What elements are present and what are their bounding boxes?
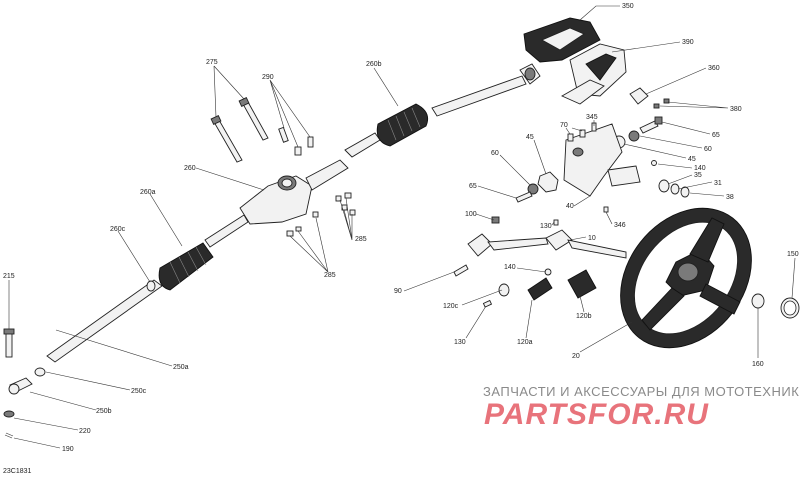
part-360 — [629, 87, 649, 105]
boot-260b — [376, 103, 429, 147]
cover-350 — [523, 17, 601, 63]
cap-150 — [780, 297, 800, 319]
callout-120c: 120c — [443, 303, 459, 310]
screw-130-upper — [553, 219, 559, 226]
callout-45-upper: 45 — [688, 156, 696, 163]
screw-130-lower — [482, 299, 493, 308]
ring-31 — [670, 183, 680, 195]
callout-360: 360 — [708, 65, 720, 72]
inner-rod — [204, 214, 249, 248]
callout-275: 275 — [206, 59, 218, 66]
bolts-70 — [567, 129, 586, 142]
bolt-90 — [453, 264, 469, 277]
steering-wheel-20 — [620, 207, 752, 349]
ring-38 — [680, 186, 690, 198]
callout-120b: 120b — [576, 313, 592, 320]
callout-215: 215 — [3, 273, 15, 280]
right-tie-rod — [431, 75, 527, 117]
leader-lines — [8, 5, 796, 449]
screws-380 — [653, 98, 670, 109]
part-100 — [491, 216, 500, 224]
watermark-top-text: ЗАПЧАСТИ И АКСЕССУАРЫ ДЛЯ МОТОТЕХНИКИ — [483, 384, 800, 399]
right-rack-rod — [344, 132, 381, 158]
callout-120a: 120a — [517, 339, 533, 346]
steering-shaft-10 — [467, 229, 627, 259]
callout-285-right: 285 — [355, 236, 367, 243]
callout-130-lower: 130 — [454, 339, 466, 346]
nut-45-lower — [537, 171, 559, 193]
jam-nut-250c — [34, 367, 46, 377]
callout-40: 40 — [566, 203, 574, 210]
callout-150: 150 — [787, 251, 799, 258]
bushing-35 — [658, 179, 670, 193]
callout-90: 90 — [394, 288, 402, 295]
parts-drawing — [3, 17, 800, 439]
bolt-65-lower — [515, 191, 533, 203]
callout-260: 260 — [184, 165, 196, 172]
callout-35: 35 — [694, 172, 702, 179]
support-40 — [563, 123, 641, 197]
diagram-code: 23C1831 — [3, 468, 32, 475]
tie-rod-250a — [46, 279, 163, 363]
callout-labels: 350 390 360 380 65 60 45 140 35 31 38 34… — [3, 3, 799, 453]
callout-70: 70 — [560, 122, 568, 129]
boot-120b — [567, 269, 597, 299]
callout-160: 160 — [752, 361, 764, 368]
tie-rod-end-250b — [8, 377, 33, 395]
bolts-290 — [278, 126, 314, 156]
callout-380: 380 — [730, 106, 742, 113]
callout-31: 31 — [714, 180, 722, 187]
watermark: ЗАПЧАСТИ И АКСЕССУАРЫ ДЛЯ МОТОТЕХНИКИ PA… — [483, 384, 800, 431]
callout-65-upper: 65 — [712, 132, 720, 139]
nut-140-upper — [651, 160, 657, 166]
callout-38: 38 — [726, 194, 734, 201]
callout-190: 190 — [62, 446, 74, 453]
callout-60-upper: 60 — [704, 146, 712, 153]
clamp-120c — [498, 283, 510, 297]
boot-260a — [158, 242, 214, 291]
callout-10: 10 — [588, 235, 596, 242]
callout-130-upper: 130 — [540, 223, 552, 230]
clamp-260c — [146, 280, 156, 292]
callout-140-lower: 140 — [504, 264, 516, 271]
callout-390: 390 — [682, 39, 694, 46]
nut-160 — [751, 293, 765, 309]
cotter-pin-190 — [4, 432, 14, 439]
nut-60-upper — [628, 130, 640, 142]
callout-345: 345 — [586, 114, 598, 121]
bolt-215 — [3, 328, 15, 358]
callout-250b: 250b — [96, 408, 112, 415]
callout-220: 220 — [79, 428, 91, 435]
right-tie-rod-end — [519, 63, 541, 85]
callout-260c: 260c — [110, 226, 126, 233]
bolts-275 — [210, 96, 269, 163]
boot-120a — [527, 277, 553, 301]
callout-346: 346 — [614, 222, 626, 229]
nut-60-lower — [527, 183, 539, 195]
callout-250a: 250a — [173, 364, 189, 371]
watermark-brand-text: PARTSFOR.RU — [484, 398, 709, 431]
callout-65-lower: 65 — [469, 183, 477, 190]
callout-290: 290 — [262, 74, 274, 81]
callout-45-lower: 45 — [526, 134, 534, 141]
callout-100: 100 — [465, 211, 477, 218]
bolt-65-upper — [639, 116, 663, 134]
bracket-390 — [561, 43, 627, 105]
callout-350: 350 — [622, 3, 634, 10]
callout-260b: 260b — [366, 61, 382, 68]
callout-260a: 260a — [140, 189, 156, 196]
callout-60-lower: 60 — [491, 150, 499, 157]
callout-250c: 250c — [131, 388, 147, 395]
callout-20: 20 — [572, 353, 580, 360]
nut-220 — [3, 410, 15, 418]
callout-140-upper: 140 — [694, 165, 706, 172]
callout-285-left: 285 — [324, 272, 336, 279]
screw-346 — [603, 206, 609, 213]
rack-housing-260 — [239, 159, 349, 225]
